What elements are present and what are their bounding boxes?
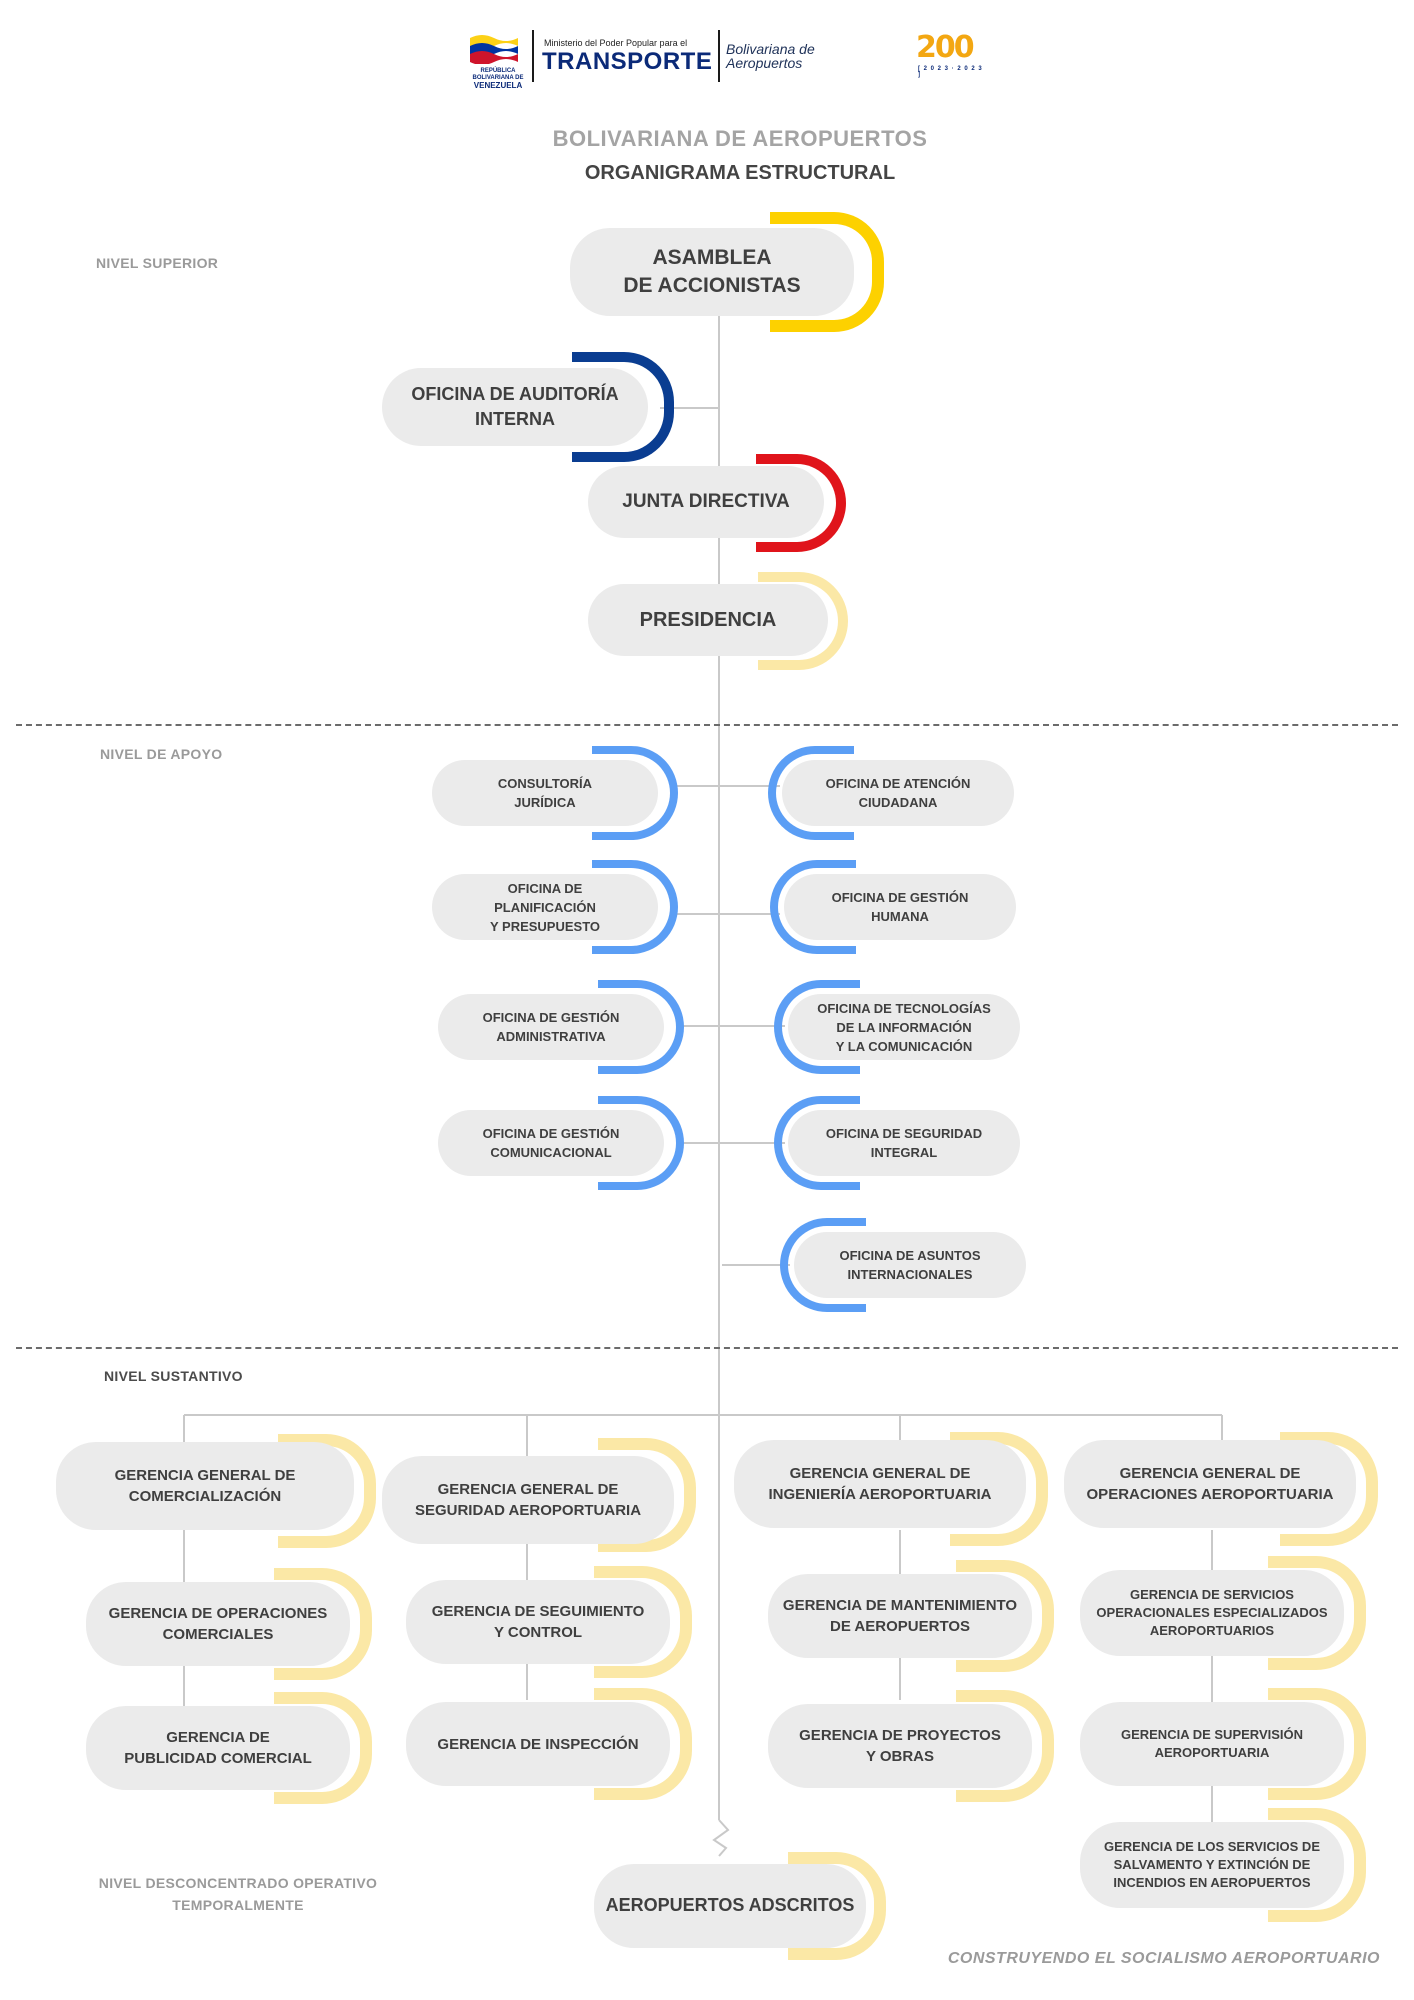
node-presidencia[interactable]: PRESIDENCIA bbox=[588, 572, 848, 670]
baer-line1: Bolivariana de bbox=[726, 41, 815, 57]
node-label: AEROPUERTOS ADSCRITOS bbox=[594, 1864, 866, 1948]
bicentennial-number: 200 bbox=[916, 30, 975, 65]
rbv-label: REPÚBLICA BOLIVARIANA DE VENEZUELA bbox=[468, 68, 528, 90]
node-apoyo-left[interactable]: OFICINA DE GESTIÓN ADMINISTRATIVA bbox=[438, 980, 684, 1074]
logo-divider bbox=[532, 30, 534, 82]
baer-line2: Aeropuertos bbox=[726, 55, 803, 71]
node-label: OFICINA DE ASUNTOS INTERNACIONALES bbox=[794, 1232, 1026, 1298]
node-gerencia[interactable]: GERENCIA DE PROYECTOS Y OBRAS bbox=[768, 1690, 1054, 1802]
node-gerencia-general[interactable]: GERENCIA GENERAL DE COMERCIALIZACIÓN bbox=[56, 1434, 376, 1548]
node-asamblea[interactable]: ASAMBLEA DE ACCIONISTAS bbox=[570, 212, 884, 332]
level-divider bbox=[16, 724, 1398, 726]
node-label: OFICINA DE GESTIÓN HUMANA bbox=[784, 874, 1016, 940]
node-gerencia-general[interactable]: GERENCIA GENERAL DE OPERACIONES AEROPORT… bbox=[1064, 1432, 1378, 1546]
node-accent-arc bbox=[592, 860, 678, 954]
node-label: CONSULTORÍA JURÍDICA bbox=[432, 760, 658, 826]
node-apoyo-right[interactable]: OFICINA DE ASUNTOS INTERNACIONALES bbox=[780, 1218, 1026, 1312]
node-label: GERENCIA GENERAL DE COMERCIALIZACIÓN bbox=[56, 1442, 354, 1530]
venezuela-flag-icon bbox=[470, 35, 518, 64]
ministry-name: TRANSPORTE bbox=[542, 48, 713, 75]
logo-divider bbox=[718, 30, 720, 82]
node-apoyo-right[interactable]: OFICINA DE ATENCIÓN CIUDADANA bbox=[768, 746, 1014, 840]
node-label: GERENCIA DE INSPECCIÓN bbox=[406, 1702, 670, 1786]
node-label: OFICINA DE AUDITORÍA INTERNA bbox=[382, 368, 648, 446]
node-label: GERENCIA DE SERVICIOS OPERACIONALES ESPE… bbox=[1080, 1570, 1344, 1656]
node-label: GERENCIA DE MANTENIMIENTO DE AEROPUERTOS bbox=[768, 1574, 1032, 1658]
node-label: OFICINA DE GESTIÓN COMUNICACIONAL bbox=[438, 1110, 664, 1176]
baer-logo-text: Bolivariana de Aeropuertos bbox=[726, 42, 815, 70]
node-apoyo-right[interactable]: OFICINA DE TECNOLOGÍAS DE LA INFORMACIÓN… bbox=[774, 980, 1020, 1074]
node-gerencia[interactable]: GERENCIA DE SEGUIMIENTO Y CONTROL bbox=[406, 1566, 692, 1678]
level-apoyo-label: NIVEL DE APOYO bbox=[100, 746, 223, 762]
node-label: OFICINA DE TECNOLOGÍAS DE LA INFORMACIÓN… bbox=[788, 994, 1020, 1060]
org-subtitle: ORGANIGRAMA ESTRUCTURAL bbox=[584, 162, 896, 184]
node-gerencia[interactable]: GERENCIA DE MANTENIMIENTO DE AEROPUERTOS bbox=[768, 1560, 1054, 1672]
node-auditoria[interactable]: OFICINA DE AUDITORÍA INTERNA bbox=[382, 352, 674, 462]
level-sustantivo-label: NIVEL SUSTANTIVO bbox=[104, 1368, 243, 1384]
bicentennial-logo: 200 [ 2 0 2 3 · 2 0 2 3 ] bbox=[916, 30, 986, 78]
level-superior-label: NIVEL SUPERIOR bbox=[96, 255, 219, 271]
node-apoyo-right[interactable]: OFICINA DE GESTIÓN HUMANA bbox=[770, 860, 1016, 954]
node-accent-arc bbox=[770, 860, 856, 954]
footer-slogan: CONSTRUYENDO EL SOCIALISMO AEROPORTUARIO bbox=[947, 1950, 1380, 1967]
node-accent-arc bbox=[598, 980, 684, 1074]
node-accent-arc bbox=[774, 980, 860, 1074]
node-accent-arc bbox=[572, 352, 674, 462]
org-title: BOLIVARIANA DE AEROPUERTOS bbox=[552, 126, 928, 151]
level-divider bbox=[16, 1347, 1398, 1349]
node-apoyo-left[interactable]: OFICINA DE GESTIÓN COMUNICACIONAL bbox=[438, 1096, 684, 1190]
node-label: PRESIDENCIA bbox=[588, 584, 828, 656]
node-label: GERENCIA GENERAL DE SEGURIDAD AEROPORTUA… bbox=[382, 1456, 674, 1544]
node-accent-arc bbox=[756, 454, 846, 552]
node-gerencia[interactable]: GERENCIA DE LOS SERVICIOS DE SALVAMENTO … bbox=[1080, 1808, 1366, 1922]
rbv-small: REPÚBLICA BOLIVARIANA DE bbox=[472, 68, 524, 81]
node-accent-arc bbox=[768, 746, 854, 840]
node-accent-arc bbox=[758, 572, 848, 670]
node-label: OFICINA DE GESTIÓN ADMINISTRATIVA bbox=[438, 994, 664, 1060]
bicentennial-years: [ 2 0 2 3 · 2 0 2 3 ] bbox=[918, 66, 983, 78]
node-label: GERENCIA GENERAL DE INGENIERÍA AEROPORTU… bbox=[734, 1440, 1026, 1528]
node-apoyo-left[interactable]: CONSULTORÍA JURÍDICA bbox=[432, 746, 678, 840]
node-label: GERENCIA GENERAL DE OPERACIONES AEROPORT… bbox=[1064, 1440, 1356, 1528]
rbv-country: VENEZUELA bbox=[473, 81, 523, 90]
level-desconcentrado-label: NIVEL DESCONCENTRADO OPERATIVO TEMPORALM… bbox=[98, 1875, 378, 1913]
node-apoyo-left[interactable]: OFICINA DE PLANIFICACIÓN Y PRESUPUESTO bbox=[432, 860, 678, 954]
node-aeropuertos-adscritos[interactable]: AEROPUERTOS ADSCRITOS bbox=[594, 1852, 886, 1960]
node-label: GERENCIA DE PUBLICIDAD COMERCIAL bbox=[86, 1706, 350, 1790]
node-gerencia-general[interactable]: GERENCIA GENERAL DE INGENIERÍA AEROPORTU… bbox=[734, 1432, 1048, 1546]
node-accent-arc bbox=[592, 746, 678, 840]
node-accent-arc bbox=[780, 1218, 866, 1312]
ministry-small-text: Ministerio del Poder Popular para el bbox=[544, 38, 688, 48]
node-label: OFICINA DE ATENCIÓN CIUDADANA bbox=[782, 760, 1014, 826]
node-label: OFICINA DE PLANIFICACIÓN Y PRESUPUESTO bbox=[432, 874, 658, 940]
node-gerencia[interactable]: GERENCIA DE INSPECCIÓN bbox=[406, 1688, 692, 1800]
node-label: GERENCIA DE OPERACIONES COMERCIALES bbox=[86, 1582, 350, 1666]
node-accent-arc bbox=[598, 1096, 684, 1190]
node-label: GERENCIA DE LOS SERVICIOS DE SALVAMENTO … bbox=[1080, 1822, 1344, 1908]
node-junta[interactable]: JUNTA DIRECTIVA bbox=[588, 454, 846, 552]
node-label: GERENCIA DE SEGUIMIENTO Y CONTROL bbox=[406, 1580, 670, 1664]
node-accent-arc bbox=[774, 1096, 860, 1190]
node-label: ASAMBLEA DE ACCIONISTAS bbox=[570, 228, 854, 316]
node-gerencia[interactable]: GERENCIA DE PUBLICIDAD COMERCIAL bbox=[86, 1692, 372, 1804]
node-label: JUNTA DIRECTIVA bbox=[588, 466, 824, 538]
node-apoyo-right[interactable]: OFICINA DE SEGURIDAD INTEGRAL bbox=[774, 1096, 1020, 1190]
node-label: GERENCIA DE PROYECTOS Y OBRAS bbox=[768, 1704, 1032, 1788]
node-gerencia-general[interactable]: GERENCIA GENERAL DE SEGURIDAD AEROPORTUA… bbox=[382, 1438, 696, 1552]
node-label: GERENCIA DE SUPERVISIÓN AEROPORTUARIA bbox=[1080, 1702, 1344, 1786]
node-gerencia[interactable]: GERENCIA DE OPERACIONES COMERCIALES bbox=[86, 1568, 372, 1680]
node-gerencia[interactable]: GERENCIA DE SUPERVISIÓN AEROPORTUARIA bbox=[1080, 1688, 1366, 1800]
header-logos: REPÚBLICA BOLIVARIANA DE VENEZUELA Minis… bbox=[468, 26, 988, 90]
node-gerencia[interactable]: GERENCIA DE SERVICIOS OPERACIONALES ESPE… bbox=[1080, 1556, 1366, 1670]
node-label: OFICINA DE SEGURIDAD INTEGRAL bbox=[788, 1110, 1020, 1176]
